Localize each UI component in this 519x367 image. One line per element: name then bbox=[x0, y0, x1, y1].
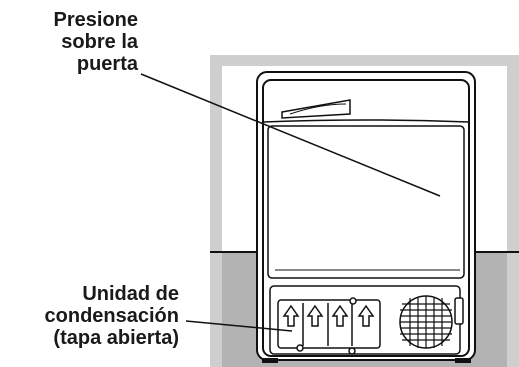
label-condenser: Unidad de condensación (tapa abierta) bbox=[45, 283, 179, 349]
label-condenser-line-3: (tapa abierta) bbox=[53, 327, 179, 349]
up-arrow-icon bbox=[282, 304, 375, 327]
label-door-line-2: sobre la bbox=[61, 31, 138, 53]
leader-line-door bbox=[140, 73, 441, 197]
label-condenser-line-2: condensación bbox=[44, 305, 179, 327]
label-door-line-3: puerta bbox=[76, 53, 138, 75]
condenser-unit bbox=[277, 297, 381, 355]
door-handle bbox=[281, 99, 351, 119]
dryer-feet bbox=[262, 358, 471, 363]
door bbox=[267, 125, 465, 279]
leader-line-condenser bbox=[185, 320, 293, 332]
latch bbox=[454, 297, 464, 325]
label-door: Presione sobre la puerta bbox=[54, 9, 138, 75]
label-door-line-1: Presione bbox=[53, 9, 138, 31]
label-condenser-line-1: Unidad de bbox=[82, 283, 179, 305]
vent-grille-icon bbox=[399, 295, 453, 349]
